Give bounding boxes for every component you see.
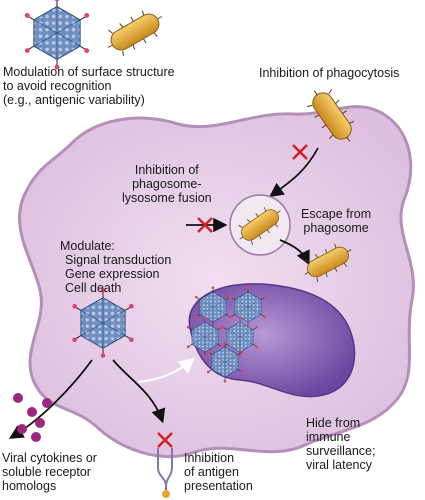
- label-line: Cell death: [65, 281, 122, 295]
- label-line: homologs: [2, 479, 57, 493]
- label-line: (e.g., antigenic variability): [3, 93, 145, 107]
- label-line: phagosome-: [132, 177, 202, 191]
- label-line: Escape from: [301, 207, 372, 221]
- label-phagocytosis: Inhibition of phagocytosis: [259, 66, 399, 80]
- label-line: to avoid recognition: [3, 79, 112, 93]
- label-line: lysosome fusion: [122, 191, 212, 205]
- nucleus-entry-arrow: [137, 357, 196, 383]
- label-line: Gene expression: [65, 267, 160, 281]
- escape-arrow: [279, 239, 310, 266]
- antigen-arrow: [112, 359, 166, 424]
- label-line: Inhibition of phagocytosis: [259, 66, 400, 80]
- phagocytosis-arrow: [269, 147, 319, 198]
- label-line: Modulate:: [60, 239, 115, 253]
- bacterium-icon-top: [100, 3, 170, 61]
- label-line: Inhibition of: [134, 163, 199, 177]
- label-line: presentation: [184, 479, 253, 493]
- label-antigen: Inhibition of antigen presentation: [184, 451, 253, 493]
- cytokine-dots: [13, 393, 52, 442]
- label-surface-structure: Modulation of surface structure to avoid…: [3, 65, 175, 107]
- label-line: viral latency: [306, 458, 372, 472]
- label-line: immune: [306, 430, 351, 444]
- label-escape: Escape from phagosome: [301, 207, 371, 235]
- label-line: Modulation of surface structure: [3, 65, 175, 79]
- label-line: Viral cytokines or: [2, 451, 97, 465]
- label-line: Hide from: [306, 416, 361, 430]
- virus-icon-top: [24, 0, 90, 71]
- label-line: soluble receptor: [2, 465, 91, 479]
- label-line: of antigen: [184, 465, 239, 479]
- label-line: Signal transduction: [65, 253, 172, 267]
- antigen-dot: [162, 490, 170, 498]
- label-line: phagosome: [303, 221, 369, 235]
- label-hide: Hide from immune surveillance; viral lat…: [306, 416, 375, 472]
- label-line: Inhibition: [184, 451, 235, 465]
- label-line: surveillance;: [306, 444, 376, 458]
- label-phagosome-fusion: Inhibition of phagosome- lysosome fusion: [122, 163, 212, 205]
- label-cytokines: Viral cytokines or soluble receptor homo…: [2, 451, 97, 493]
- label-modulate: Modulate: Signal transduction Gene expre…: [60, 239, 171, 295]
